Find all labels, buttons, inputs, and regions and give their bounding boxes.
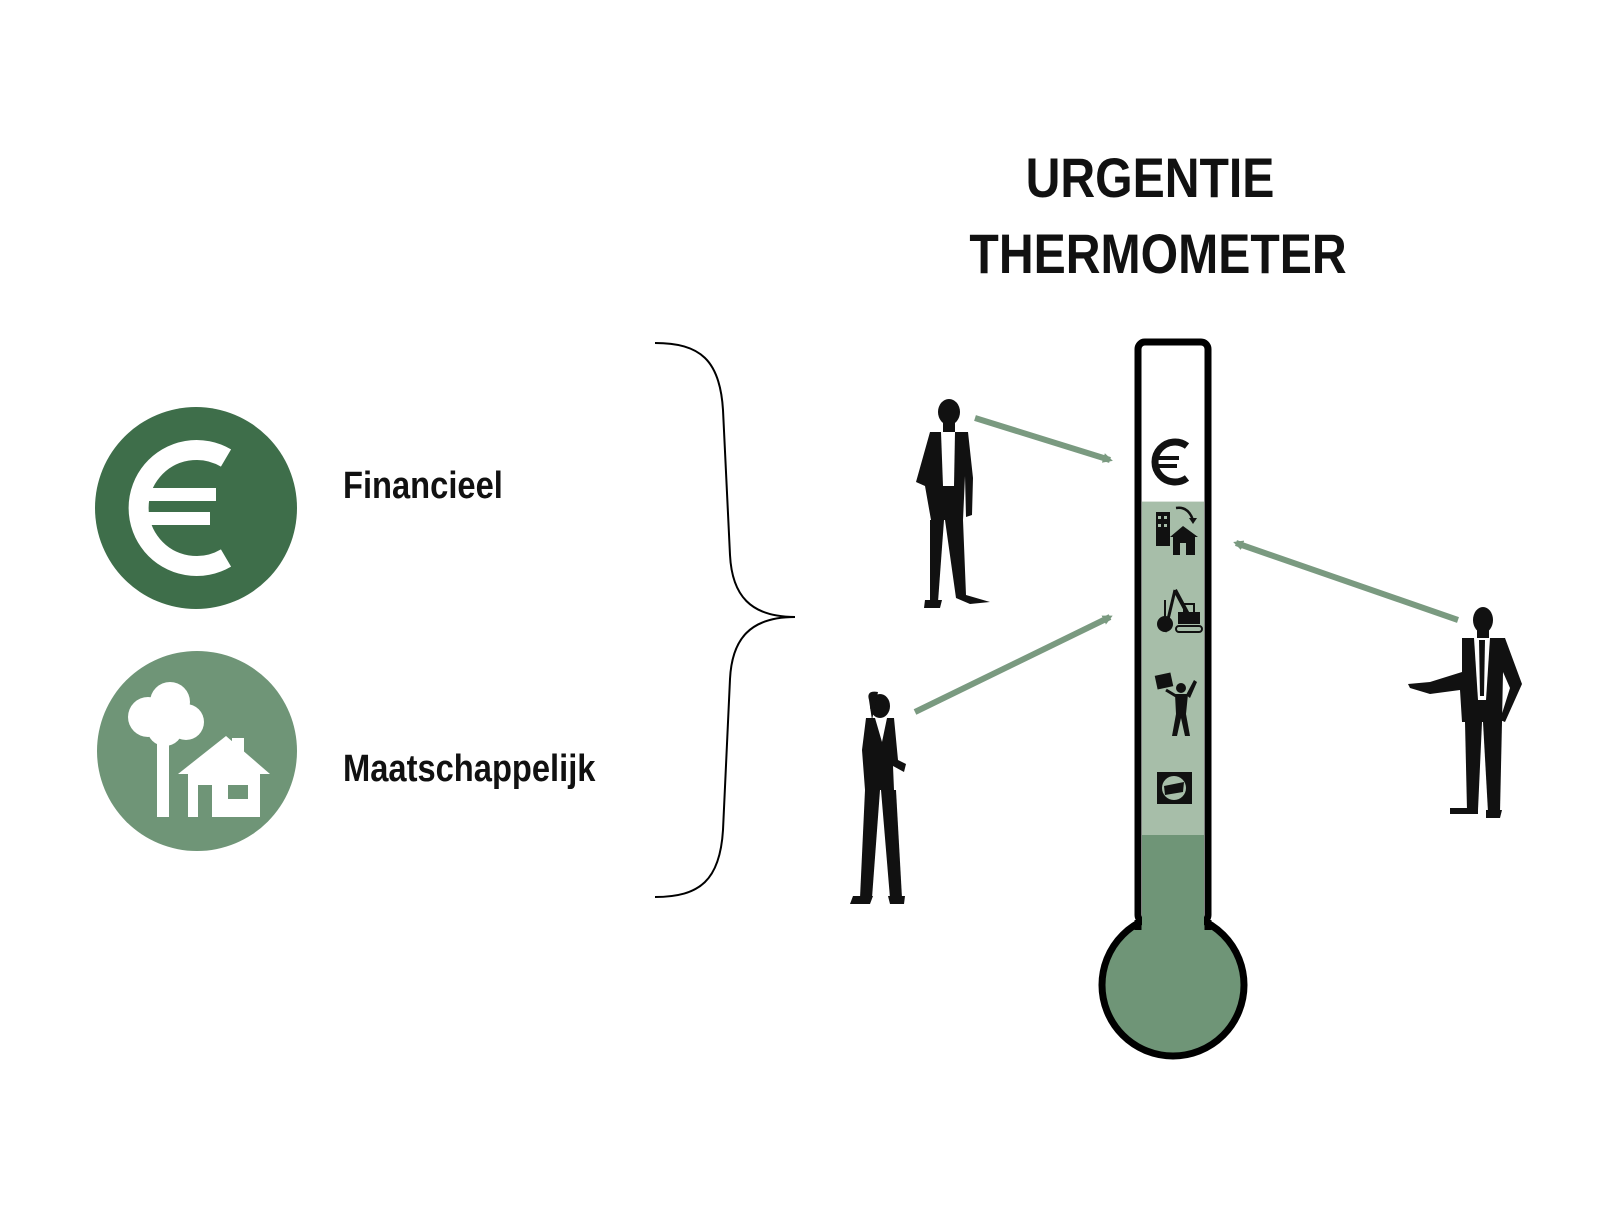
thermometer [1098, 338, 1248, 1060]
arrow-woman-to-thermometer [913, 614, 1113, 715]
demolition-crane-icon [1157, 589, 1203, 633]
businessman-standing-icon [916, 399, 990, 608]
page-title: URGENTIE THERMOMETER [969, 140, 1347, 292]
arrow-man-to-thermometer [974, 415, 1113, 463]
businesswoman-icon [850, 691, 906, 904]
title-line-2: THERMOMETER [969, 222, 1347, 285]
businessman-pointing-icon [1408, 607, 1522, 818]
relocation-icon [1156, 506, 1198, 555]
label-financieel: Financieel [343, 465, 503, 507]
euro-circle-icon [95, 407, 297, 609]
arrow-pointing-man-to-thermometer [1233, 540, 1459, 623]
euro-icon [1151, 438, 1190, 486]
title-line-1: URGENTIE [1025, 146, 1275, 209]
road-sign-icon [1157, 772, 1192, 804]
label-maatschappelijk: Maatschappelijk [343, 748, 596, 790]
protester-icon [1154, 672, 1197, 736]
tree-house-circle-icon [97, 651, 297, 851]
curly-brace [654, 342, 796, 898]
